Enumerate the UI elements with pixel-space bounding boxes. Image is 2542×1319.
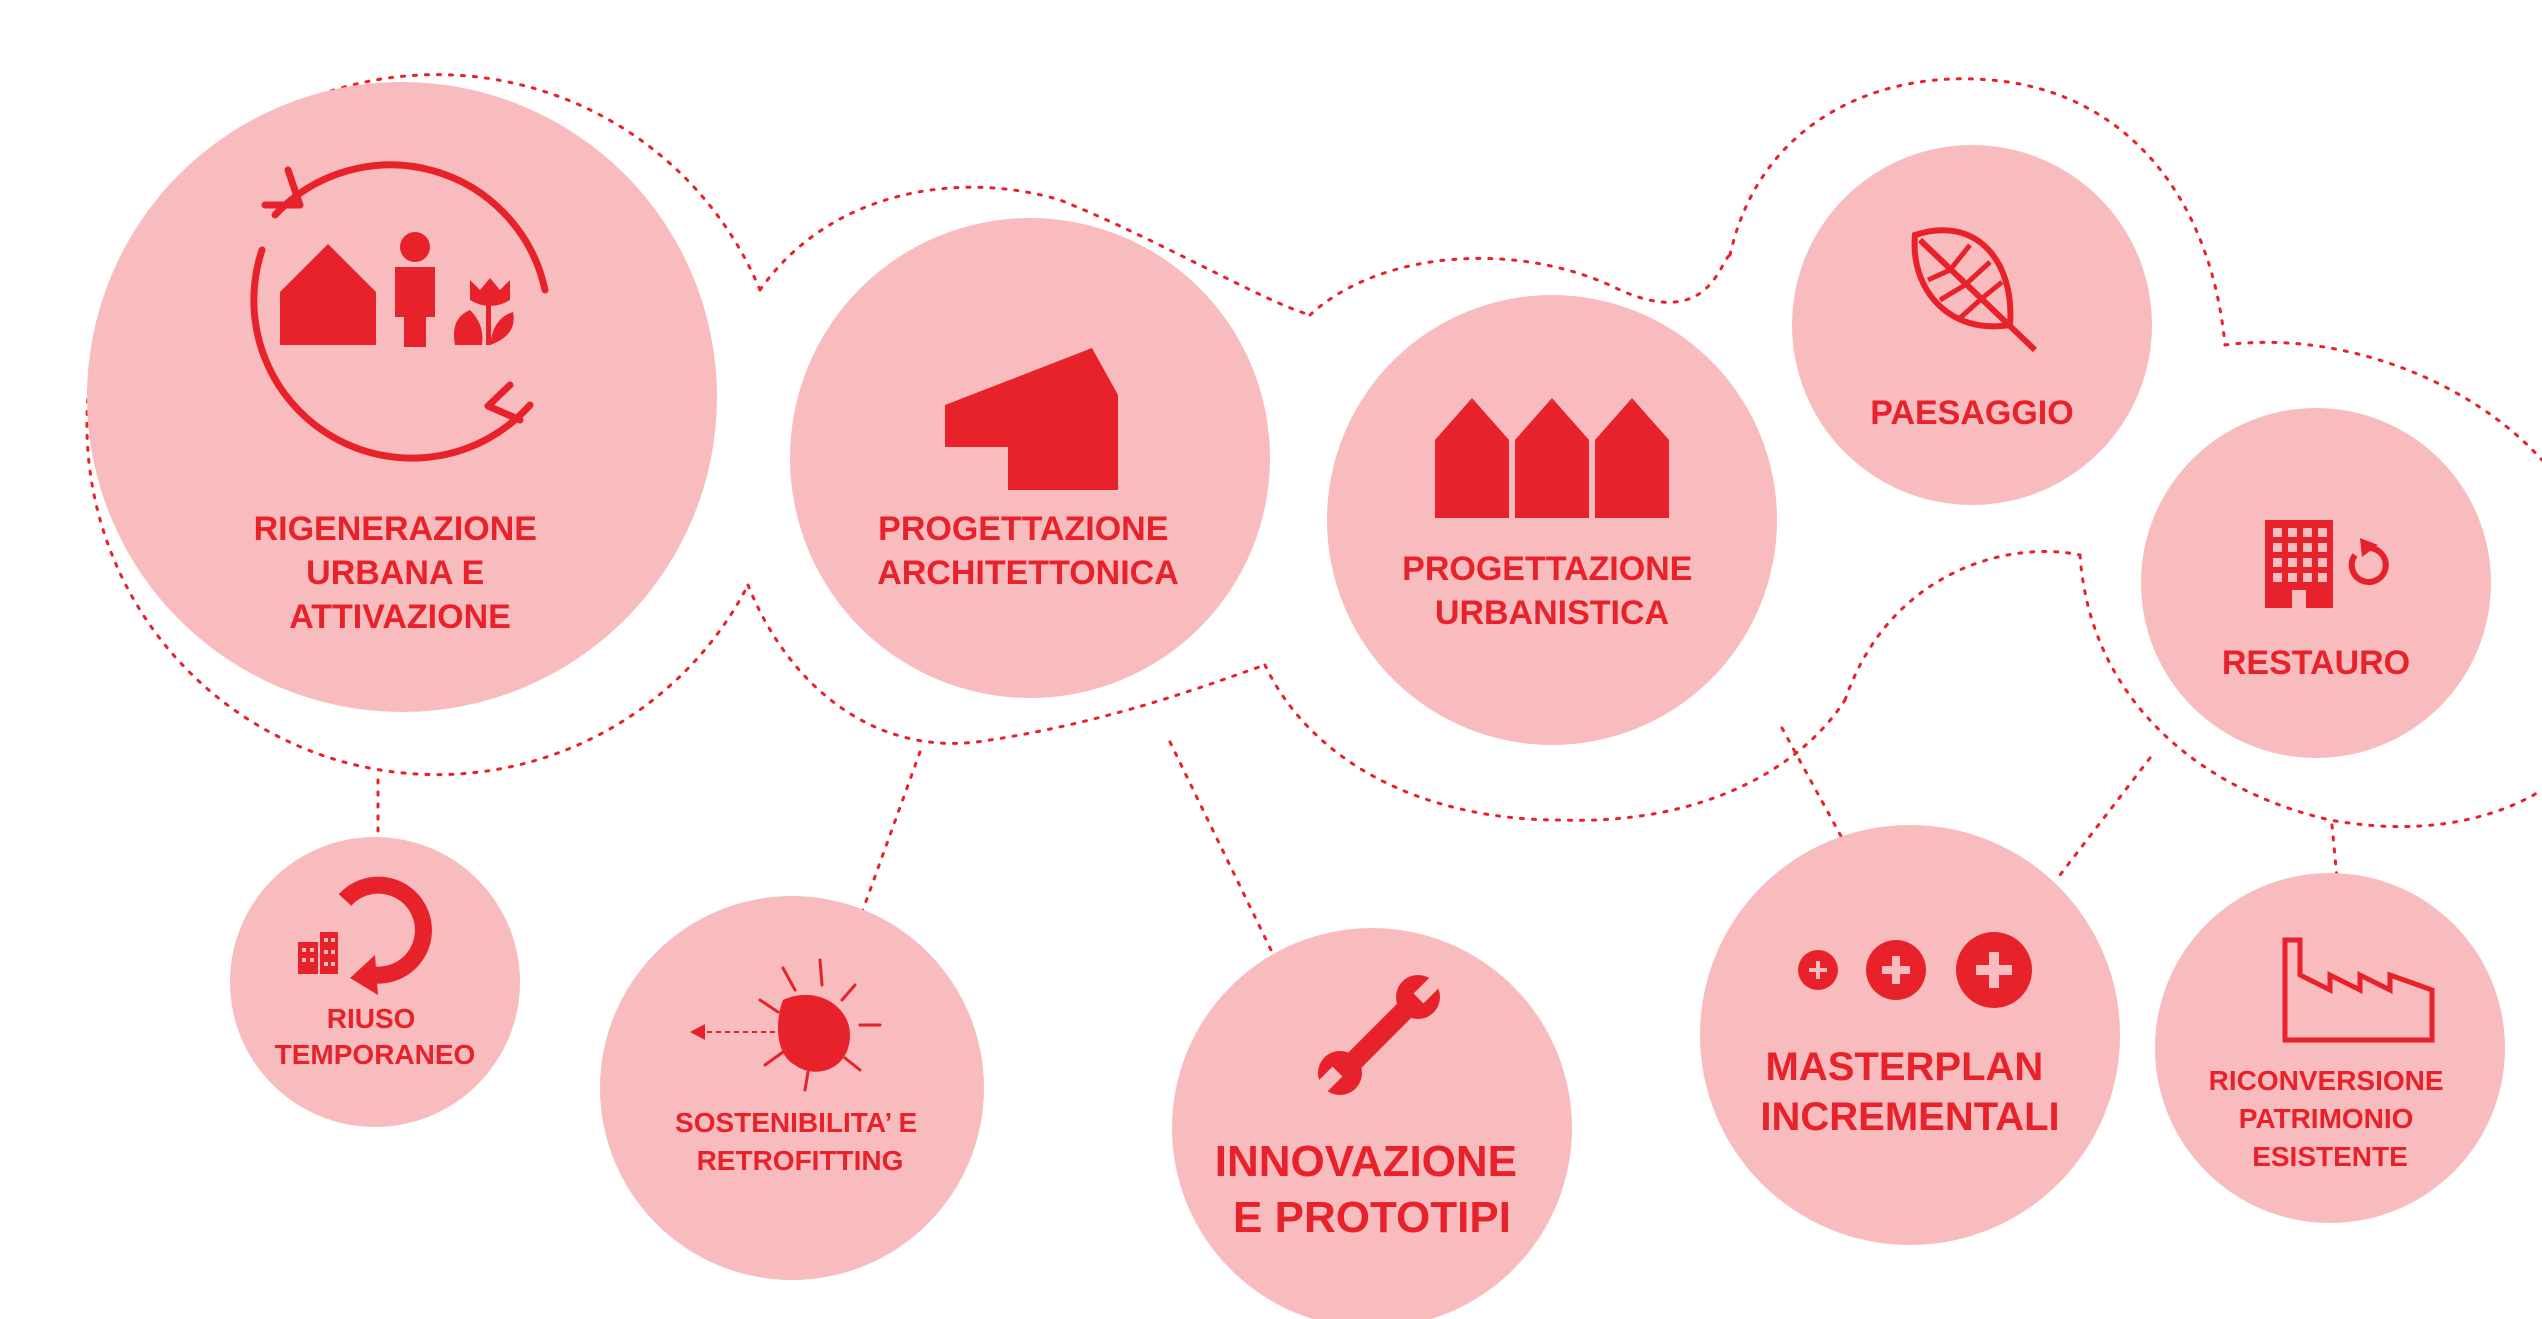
label-masterplan: MASTERPLAN INCREMENTALI: [1760, 1045, 2059, 1139]
node-progettazione-urbanistica[interactable]: PROGETTAZIONE URBANISTICA: [1327, 295, 1777, 745]
label-rigenerazione: RIGENERAZIONE URBANA E ATTIVAZIONE: [254, 510, 547, 636]
factory-icon: [2282, 937, 2435, 1043]
label-innovazione: INNOVAZIONE E PROTOTIPI: [1215, 1137, 1530, 1242]
bubble-rigenerazione: [87, 82, 717, 712]
building-icon: [945, 348, 1118, 490]
label-paesaggio: PAESAGGIO: [1870, 394, 2073, 432]
bubble-innovazione: [1172, 928, 1572, 1319]
sun-icon: [690, 958, 882, 1092]
label-progettazione-urbanistica: PROGETTAZIONE URBANISTICA: [1402, 550, 1702, 632]
label-restauro: RESTAURO: [2222, 644, 2410, 682]
connector-lines: [376, 726, 2339, 954]
label-riconversione: RICONVERSIONE PATRIMONIO ESISTENTE: [2209, 1065, 2452, 1172]
node-sostenibilita[interactable]: SOSTENIBILITA’ E RETROFITTING: [600, 896, 984, 1280]
label-sostenibilita: SOSTENIBILITA’ E RETROFITTING: [675, 1107, 925, 1176]
label-progettazione-architettonica: PROGETTAZIONE ARCHITETTONICA: [877, 510, 1179, 592]
node-restauro[interactable]: RESTAURO: [2141, 408, 2491, 758]
node-masterplan[interactable]: MASTERPLAN INCREMENTALI: [1700, 825, 2120, 1245]
node-innovazione[interactable]: INNOVAZIONE E PROTOTIPI: [1172, 928, 1572, 1319]
leaf-icon: [1911, 227, 2038, 353]
bubble-progettazione-urbanistica: [1327, 295, 1777, 745]
building-rotate-icon: [2265, 520, 2389, 608]
node-riuso-temporaneo[interactable]: RIUSO TEMPORANEO: [230, 837, 520, 1127]
bubble-sostenibilita: [600, 896, 984, 1280]
node-progettazione-architettonica[interactable]: PROGETTAZIONE ARCHITETTONICA: [790, 218, 1270, 698]
dotted-cloud-outline: [85, 73, 2542, 829]
houses-icon: [1435, 398, 1669, 518]
wrench-icon: [1315, 975, 1441, 1095]
buildings-cycle-icon: [298, 876, 432, 995]
node-paesaggio[interactable]: PAESAGGIO: [1792, 145, 2152, 505]
bubble-riconversione: [2155, 873, 2505, 1223]
plus-icon: [1798, 932, 2032, 1008]
node-rigenerazione[interactable]: RIGENERAZIONE URBANA E ATTIVAZIONE: [87, 82, 717, 712]
label-riuso: RIUSO TEMPORANEO: [275, 1003, 476, 1070]
node-riconversione[interactable]: RICONVERSIONE PATRIMONIO ESISTENTE: [2155, 873, 2505, 1223]
bubble-masterplan: [1700, 825, 2120, 1245]
cycle-house-person-flower-icon: [250, 161, 549, 462]
